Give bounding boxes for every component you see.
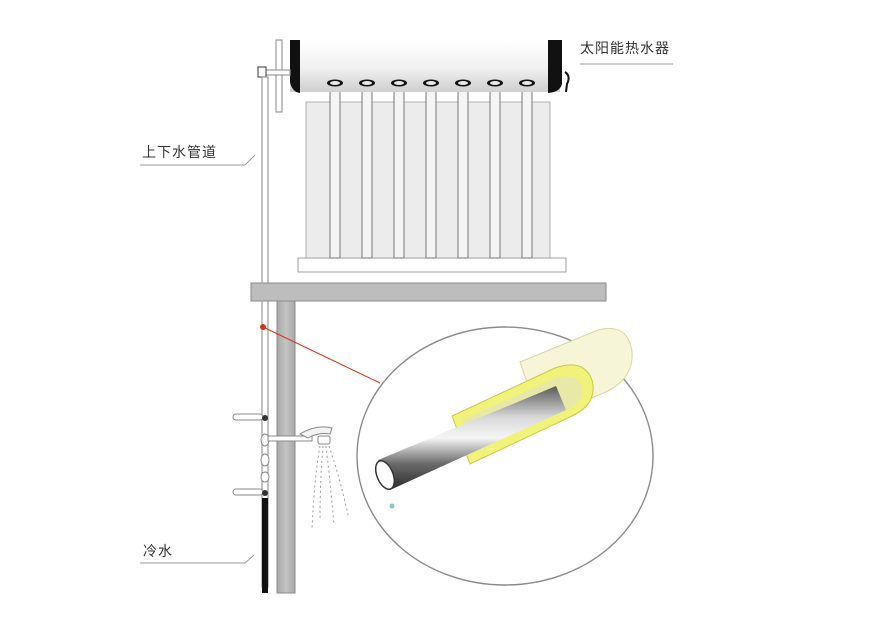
label-water-pipes: 上下水管道 [142, 145, 217, 161]
pipe-cross-section-magnified [356, 326, 654, 586]
faucet [267, 426, 349, 531]
callout-pointer [260, 324, 381, 384]
water-tank [290, 40, 570, 93]
label-leaders [140, 63, 673, 564]
label-solar-water-heater: 太阳能热水器 [580, 41, 670, 57]
valves [232, 413, 270, 496]
wall-column [276, 300, 296, 594]
label-cold-water: 冷水 [143, 544, 173, 560]
roof-slab [250, 282, 607, 302]
cold-water-pipe [262, 498, 268, 593]
